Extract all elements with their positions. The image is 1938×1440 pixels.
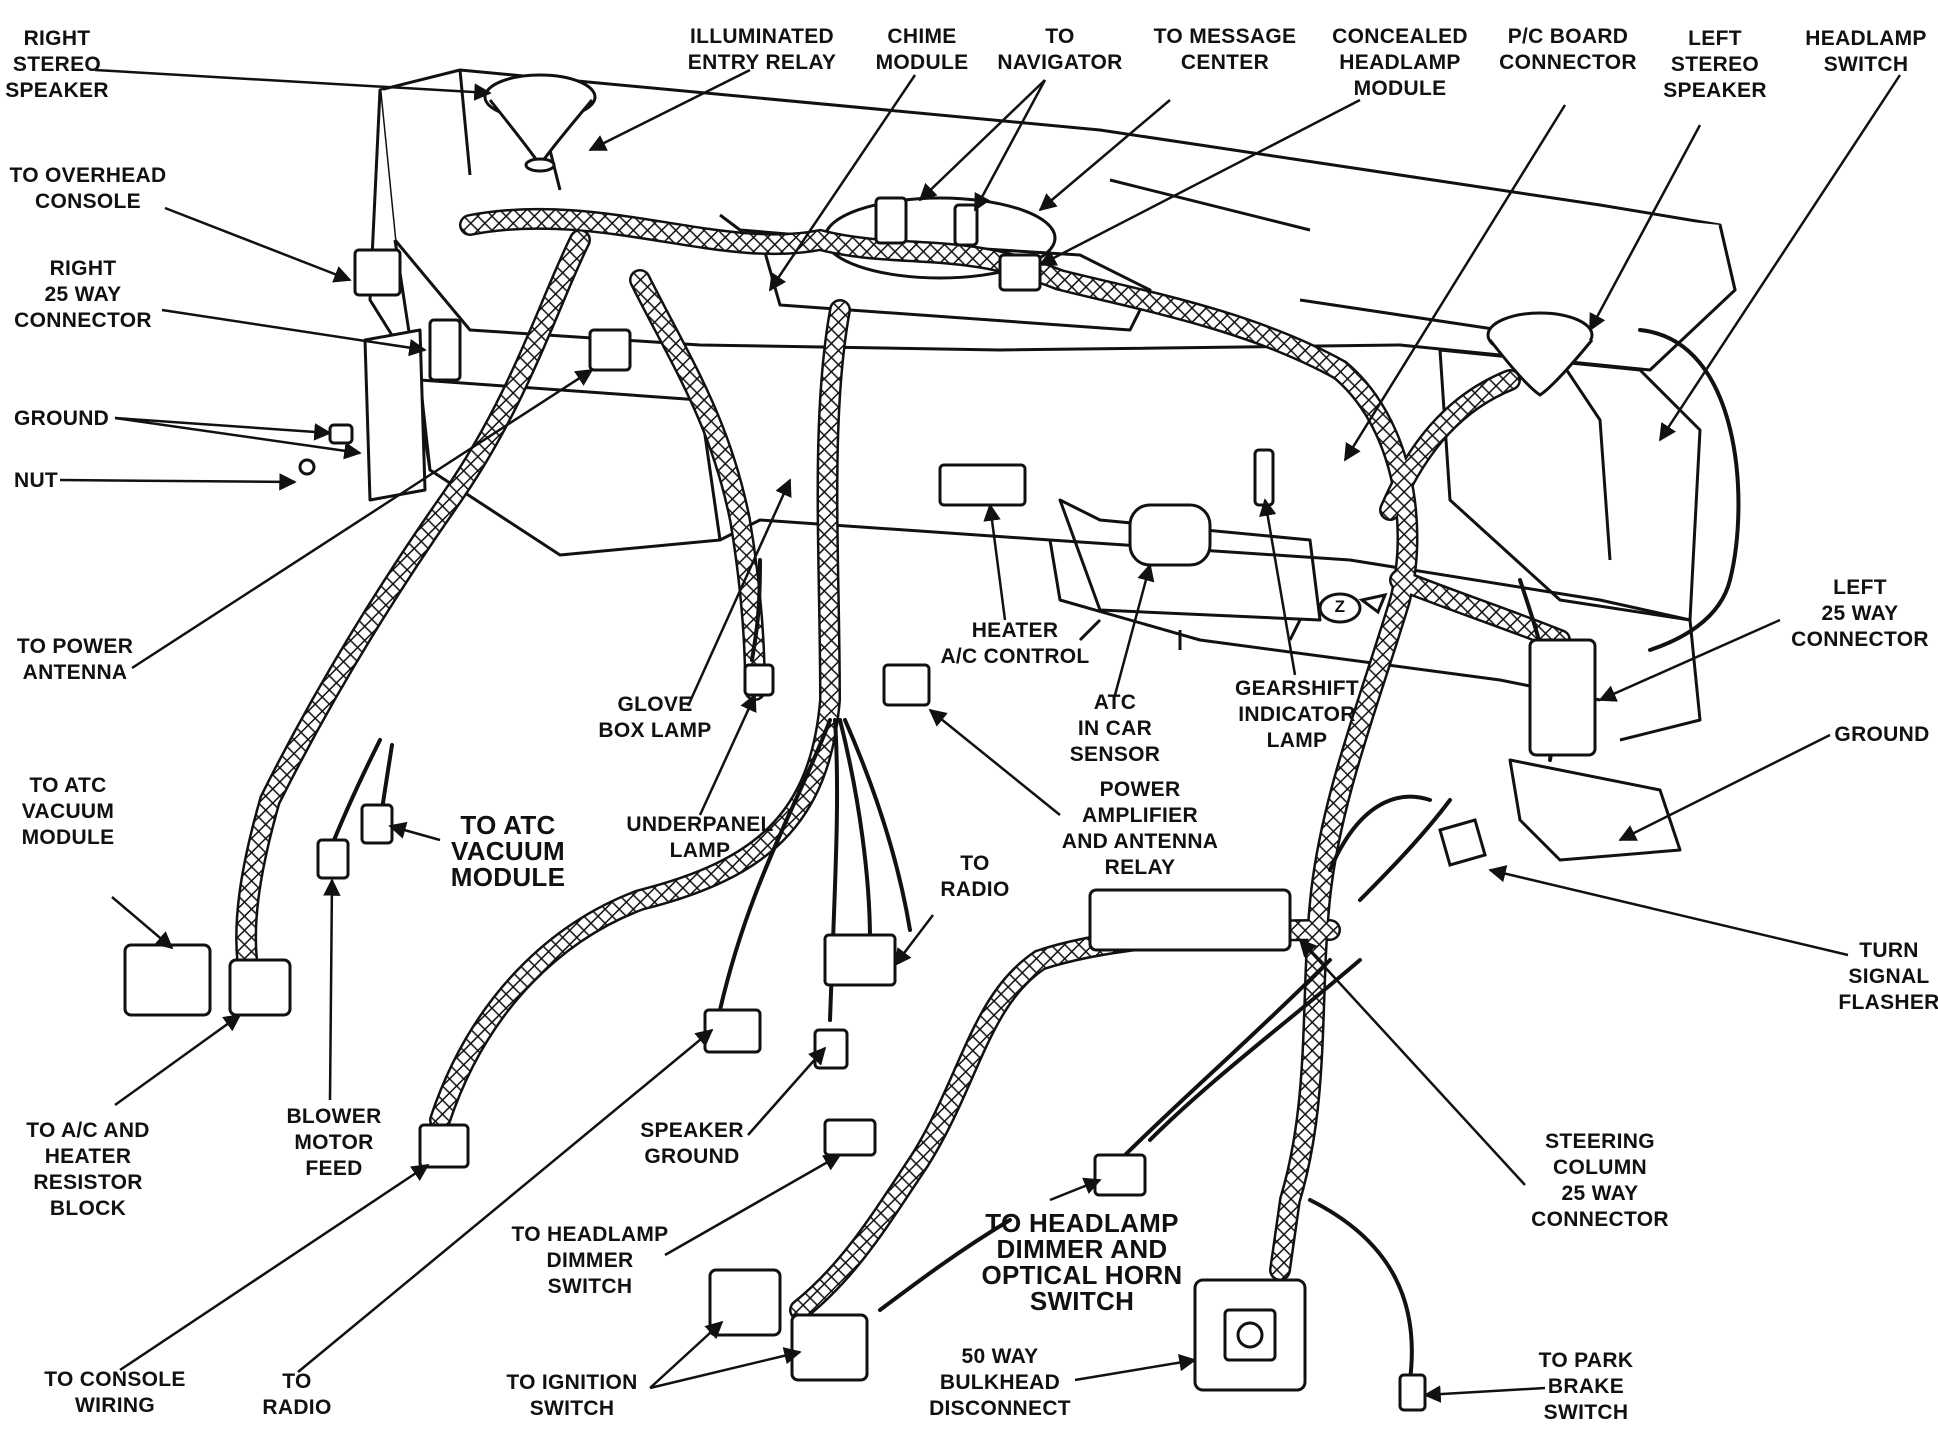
connector-console-wiring <box>418 1123 470 1169</box>
label-speaker-ground: SPEAKER GROUND <box>640 1119 744 1168</box>
label-underpanel-lamp: UNDERPANEL LAMP <box>626 813 774 862</box>
label-right-stereo-speaker: RIGHT STEREO SPEAKER <box>5 27 109 102</box>
atc-sensor-body <box>1128 503 1212 567</box>
connector-heater-ac-control <box>882 663 931 707</box>
label-heater-ac-control: HEATER A/C CONTROL <box>940 619 1090 668</box>
label-bulkhead-disconnect: 50 WAY BULKHEAD DISCONNECT <box>929 1345 1071 1420</box>
label-left-stereo-speaker: LEFT STEREO SPEAKER <box>1663 27 1767 102</box>
label-headlamp-switch: HEADLAMP SWITCH <box>1805 27 1927 76</box>
connector-ignition-b <box>790 1313 869 1382</box>
label-concealed-headlamp-module: CONCEALED HEADLAMP MODULE <box>1332 25 1468 100</box>
connector-ignition-a <box>708 1268 782 1337</box>
label-left-25-way-connector: LEFT 25 WAY CONNECTOR <box>1791 576 1929 651</box>
label-blower-motor-feed: BLOWER MOTOR FEED <box>286 1105 382 1180</box>
ground-terminal <box>328 423 354 445</box>
connector-headlamp-dimmer-horn <box>1093 1153 1147 1197</box>
connector-left-25-way <box>1528 638 1597 757</box>
connector-blower-feed <box>316 838 350 880</box>
label-right-25-way-connector: RIGHT 25 WAY CONNECTOR <box>14 257 152 332</box>
label-to-headlamp-dimmer-optical-horn: TO HEADLAMP DIMMER AND OPTICAL HORN SWIT… <box>981 1208 1183 1316</box>
gearshift-lamp-socket <box>1253 448 1275 507</box>
nut-body <box>298 458 316 476</box>
label-to-navigator: TO NAVIGATOR <box>997 25 1123 74</box>
connector-concealed-headlamp <box>998 253 1042 292</box>
label-to-park-brake-switch: TO PARK BRAKE SWITCH <box>1538 1349 1634 1424</box>
connector-resistor-block <box>228 958 292 1017</box>
label-to-atc-vacuum-module-center: TO ATC VACUUM MODULE <box>450 810 566 892</box>
z-marker <box>1318 592 1388 624</box>
connector-glove-box-lamp <box>743 663 775 697</box>
label-pc-board-connector: P/C BOARD CONNECTOR <box>1499 25 1637 74</box>
label-turn-signal-flasher: TURN SIGNAL FLASHER <box>1838 939 1938 1014</box>
connector-speaker-ground <box>813 1028 849 1070</box>
connector-radio-lower <box>703 1008 762 1054</box>
connector-amplifier-relay <box>938 463 1027 507</box>
connector-navigator <box>953 203 979 247</box>
turn-signal-flasher-body <box>1438 818 1487 867</box>
connector-steering-column <box>1088 888 1292 952</box>
label-power-amplifier-relay: POWER AMPLIFIER AND ANTENNA RELAY <box>1061 778 1219 879</box>
label-to-radio-upper: TO RADIO <box>940 852 1010 901</box>
label-chime-module: CHIME MODULE <box>875 25 969 74</box>
connector-headlamp-dimmer <box>823 1118 877 1157</box>
left-stereo-speaker <box>1486 311 1594 397</box>
label-nut: NUT <box>14 469 59 492</box>
label-to-radio-lower: TO RADIO <box>262 1370 332 1419</box>
label-to-ac-heater-resistor-block: TO A/C AND HEATER RESISTOR BLOCK <box>26 1119 150 1220</box>
label-to-power-antenna: TO POWER ANTENNA <box>16 635 134 684</box>
label-illuminated-entry-relay: ILLUMINATED ENTRY RELAY <box>687 25 837 74</box>
label-to-overhead-console: TO OVERHEAD CONSOLE <box>9 164 167 213</box>
label-steering-column-25-way-connector: STEERING COLUMN 25 WAY CONNECTOR <box>1531 1130 1669 1231</box>
label-ground-left: GROUND <box>14 407 110 430</box>
label-to-headlamp-dimmer-switch: TO HEADLAMP DIMMER SWITCH <box>511 1223 669 1298</box>
label-atc-in-car-sensor: ATC IN CAR SENSOR <box>1069 691 1161 766</box>
label-gearshift-indicator-lamp: GEARSHIFT INDICATOR LAMP <box>1234 677 1360 752</box>
label-to-message-center: TO MESSAGE CENTER <box>1153 25 1297 74</box>
connector-overhead-console <box>353 248 402 297</box>
connector-atc-vacuum-left <box>123 943 212 1017</box>
label-to-console-wiring: TO CONSOLE WIRING <box>44 1368 186 1417</box>
connector-chime <box>874 196 908 245</box>
label-ground-right: GROUND <box>1834 723 1930 746</box>
label-to-atc-vacuum-module-left: TO ATC VACUUM MODULE <box>21 774 115 849</box>
connector-park-brake <box>1398 1373 1427 1412</box>
connector-radio-upper <box>823 933 897 987</box>
label-to-ignition-switch: TO IGNITION SWITCH <box>506 1371 638 1420</box>
connectors <box>123 196 1597 1412</box>
connector-right-25-way <box>428 318 462 382</box>
label-glove-box-lamp: GLOVE BOX LAMP <box>598 693 712 742</box>
leader-lines <box>59 68 1902 1403</box>
right-stereo-speaker <box>483 73 597 173</box>
connector-atc-vacuum-center <box>360 803 394 845</box>
connector-power-antenna <box>588 328 632 372</box>
label-z-marker: Z <box>1334 597 1346 616</box>
